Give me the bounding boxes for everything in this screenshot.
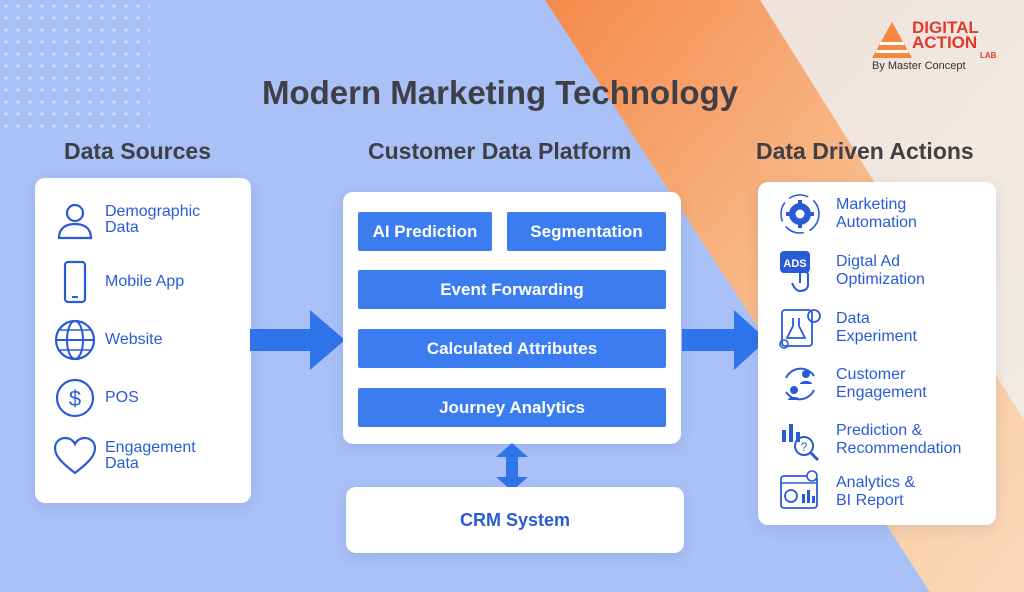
svg-text:$: $ xyxy=(69,386,81,411)
flask-experiment-icon xyxy=(778,306,822,350)
dollar-coin-icon: $ xyxy=(53,376,97,420)
segmentation-block: Segmentation xyxy=(507,212,666,251)
customer-data-platform-heading: Customer Data Platform xyxy=(368,138,632,164)
logo-tagline: By Master Concept xyxy=(872,60,966,72)
source-website: Website xyxy=(53,318,225,362)
bidirectional-arrow xyxy=(496,443,528,491)
source-demographic: Demographic Data xyxy=(53,198,225,242)
heart-icon xyxy=(53,434,97,478)
globe-icon xyxy=(53,318,97,362)
engagement-cycle-icon xyxy=(778,362,822,406)
action-analytics-bi-report: Analytics &BI Report xyxy=(778,470,996,514)
calculated-attributes-block: Calculated Attributes xyxy=(358,329,666,368)
data-driven-actions-heading: Data Driven Actions xyxy=(756,138,974,164)
bi-report-icon xyxy=(778,470,822,514)
source-mobile-app: Mobile App xyxy=(53,260,225,304)
action-prediction-recommendation: ? Prediction &Recommendation xyxy=(778,418,996,462)
brand-logo: DIGITAL ACTION LAB By Master Concept xyxy=(872,18,1012,76)
source-pos: $ POS xyxy=(53,376,225,420)
ads-click-icon: ADS xyxy=(778,249,822,293)
logo-lab: LAB xyxy=(980,51,997,60)
crm-system-box: CRM System xyxy=(346,487,684,553)
svg-text:ADS: ADS xyxy=(783,258,806,270)
person-icon xyxy=(53,198,97,242)
gear-automation-icon xyxy=(778,192,822,236)
page-title: Modern Marketing Technology xyxy=(261,74,739,111)
flow-arrow-to-platform xyxy=(250,310,345,370)
source-engagement: Engagement Data xyxy=(53,434,225,478)
svg-text:?: ? xyxy=(801,440,808,454)
event-forwarding-block: Event Forwarding xyxy=(358,270,666,309)
data-sources-card: Demographic Data Mobile App Website $ PO… xyxy=(35,178,251,503)
mobile-phone-icon xyxy=(53,260,97,304)
journey-analytics-block: Journey Analytics xyxy=(358,388,666,427)
data-sources-heading: Data Sources xyxy=(64,138,212,164)
dot-pattern xyxy=(0,0,150,130)
flow-arrow-to-actions xyxy=(682,310,767,370)
prediction-chart-icon: ? xyxy=(778,418,822,462)
logo-wordmark: DIGITAL ACTION xyxy=(912,18,979,52)
pyramid-logo-icon xyxy=(872,22,912,58)
ai-prediction-block: AI Prediction xyxy=(358,212,492,251)
customer-data-platform-card: AI Prediction Segmentation Event Forward… xyxy=(343,192,681,444)
